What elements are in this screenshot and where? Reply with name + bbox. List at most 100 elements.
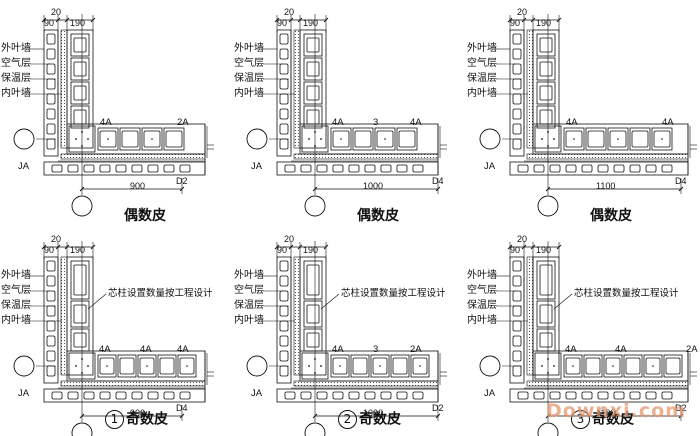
layer-label-inner: 内叶墙: [467, 88, 497, 99]
dimension-slash: [507, 244, 513, 250]
block-void: [587, 130, 605, 148]
dimension-slash: [274, 244, 280, 250]
block-vertical: [303, 81, 323, 105]
block-horizontal: [607, 127, 629, 151]
block-horizontal: [370, 354, 390, 378]
outer-brick-core: [512, 365, 522, 377]
outer-brick-core: [179, 164, 191, 173]
layer-label-air: 空气层: [467, 285, 497, 296]
axis-bubble: [479, 128, 501, 150]
dimension-slash: [323, 17, 329, 23]
core-dot: [379, 365, 381, 367]
outer-brick-core: [549, 391, 561, 400]
block-horizontal: [663, 354, 683, 378]
axis-bubble: [479, 355, 501, 377]
outer-brick-core: [46, 48, 56, 60]
outer-brick-core: [46, 290, 56, 302]
outer-brick-core: [99, 391, 111, 400]
dim-90: 90: [277, 18, 288, 28]
block-void: [412, 357, 428, 375]
outer-brick-core: [597, 164, 609, 173]
outer-brick-core: [279, 350, 289, 362]
outer-brick-core: [279, 365, 289, 377]
panel-title: 偶数皮: [124, 208, 166, 224]
core-dot: [107, 138, 109, 140]
outer-brick-core: [279, 123, 289, 135]
dimension-slash: [297, 17, 303, 23]
block-void: [609, 130, 627, 148]
dim-190: 190: [303, 245, 319, 255]
block-void: [539, 304, 553, 324]
block-void: [73, 332, 87, 348]
block-void: [119, 357, 135, 375]
panel-title: 偶数皮: [357, 208, 399, 224]
block-void: [306, 61, 320, 77]
block-mark: 2A: [177, 117, 189, 128]
insulation-horizontal: [293, 380, 439, 387]
dim-190: 190: [70, 18, 86, 28]
dim-d-label: D4: [675, 176, 687, 186]
dimension-slash: [521, 244, 527, 250]
block-void: [179, 357, 195, 375]
block-mark: 4A: [100, 117, 112, 128]
outer-brick-core: [83, 391, 95, 400]
dim-20: 20: [51, 234, 62, 244]
dim-90: 90: [277, 245, 288, 255]
block-horizontal: [330, 127, 352, 151]
core-note: 芯柱设置数量按工程设计: [341, 288, 446, 299]
outer-brick-core: [46, 108, 56, 120]
block-horizontal: [629, 127, 651, 151]
dim-span: 900: [130, 408, 146, 418]
core-dot: [186, 365, 188, 367]
outer-brick-core: [412, 391, 424, 400]
outer-brick-core: [412, 164, 424, 173]
dim-20: 20: [284, 234, 295, 244]
block-void: [605, 357, 621, 375]
block-void: [73, 264, 87, 296]
outer-brick-core: [629, 391, 641, 400]
axis-label-ja: JA: [251, 161, 263, 172]
layer-label-outer: 外叶墙: [467, 43, 497, 54]
outer-brick-core: [396, 391, 408, 400]
core-dot: [541, 138, 543, 140]
block-mark: 4A: [410, 117, 422, 128]
block-vertical: [70, 260, 90, 300]
outer-brick-core: [512, 138, 522, 150]
dimension-slash: [323, 244, 329, 250]
dimension-slash: [41, 244, 47, 250]
outer-brick-core: [279, 275, 289, 287]
dimension-slash: [288, 17, 294, 23]
block-void: [306, 304, 320, 324]
panel-number-badge: 2: [338, 410, 357, 429]
outer-brick-core: [380, 164, 392, 173]
outer-brick-core: [46, 350, 56, 362]
dimension-slash: [64, 244, 70, 250]
block-void: [73, 37, 87, 53]
layer-label-air: 空气层: [1, 285, 31, 296]
block-horizontal: [157, 354, 177, 378]
block-vertical: [303, 300, 323, 328]
block-void: [73, 85, 87, 101]
block-horizontal: [97, 354, 117, 378]
outer-brick-core: [284, 164, 296, 173]
outer-brick-core: [512, 290, 522, 302]
axis-label-ja: JA: [484, 388, 496, 399]
block-vertical: [303, 260, 323, 300]
dim-20: 20: [517, 234, 528, 244]
axis-bubble: [13, 128, 35, 150]
layer-label-air: 空气层: [234, 285, 264, 296]
panel-number-badge: 1: [105, 410, 124, 429]
block-vertical: [536, 81, 556, 105]
dimension-slash: [41, 17, 47, 23]
core-dot: [339, 365, 341, 367]
outer-brick-core: [67, 164, 79, 173]
block-void: [139, 357, 155, 375]
block-void: [372, 357, 388, 375]
outer-brick-core: [613, 164, 625, 173]
block-void: [99, 130, 117, 148]
block-horizontal: [374, 127, 396, 151]
block-vertical: [536, 57, 556, 81]
block-void: [376, 130, 394, 148]
inner-leaf-vertical: [66, 29, 94, 149]
